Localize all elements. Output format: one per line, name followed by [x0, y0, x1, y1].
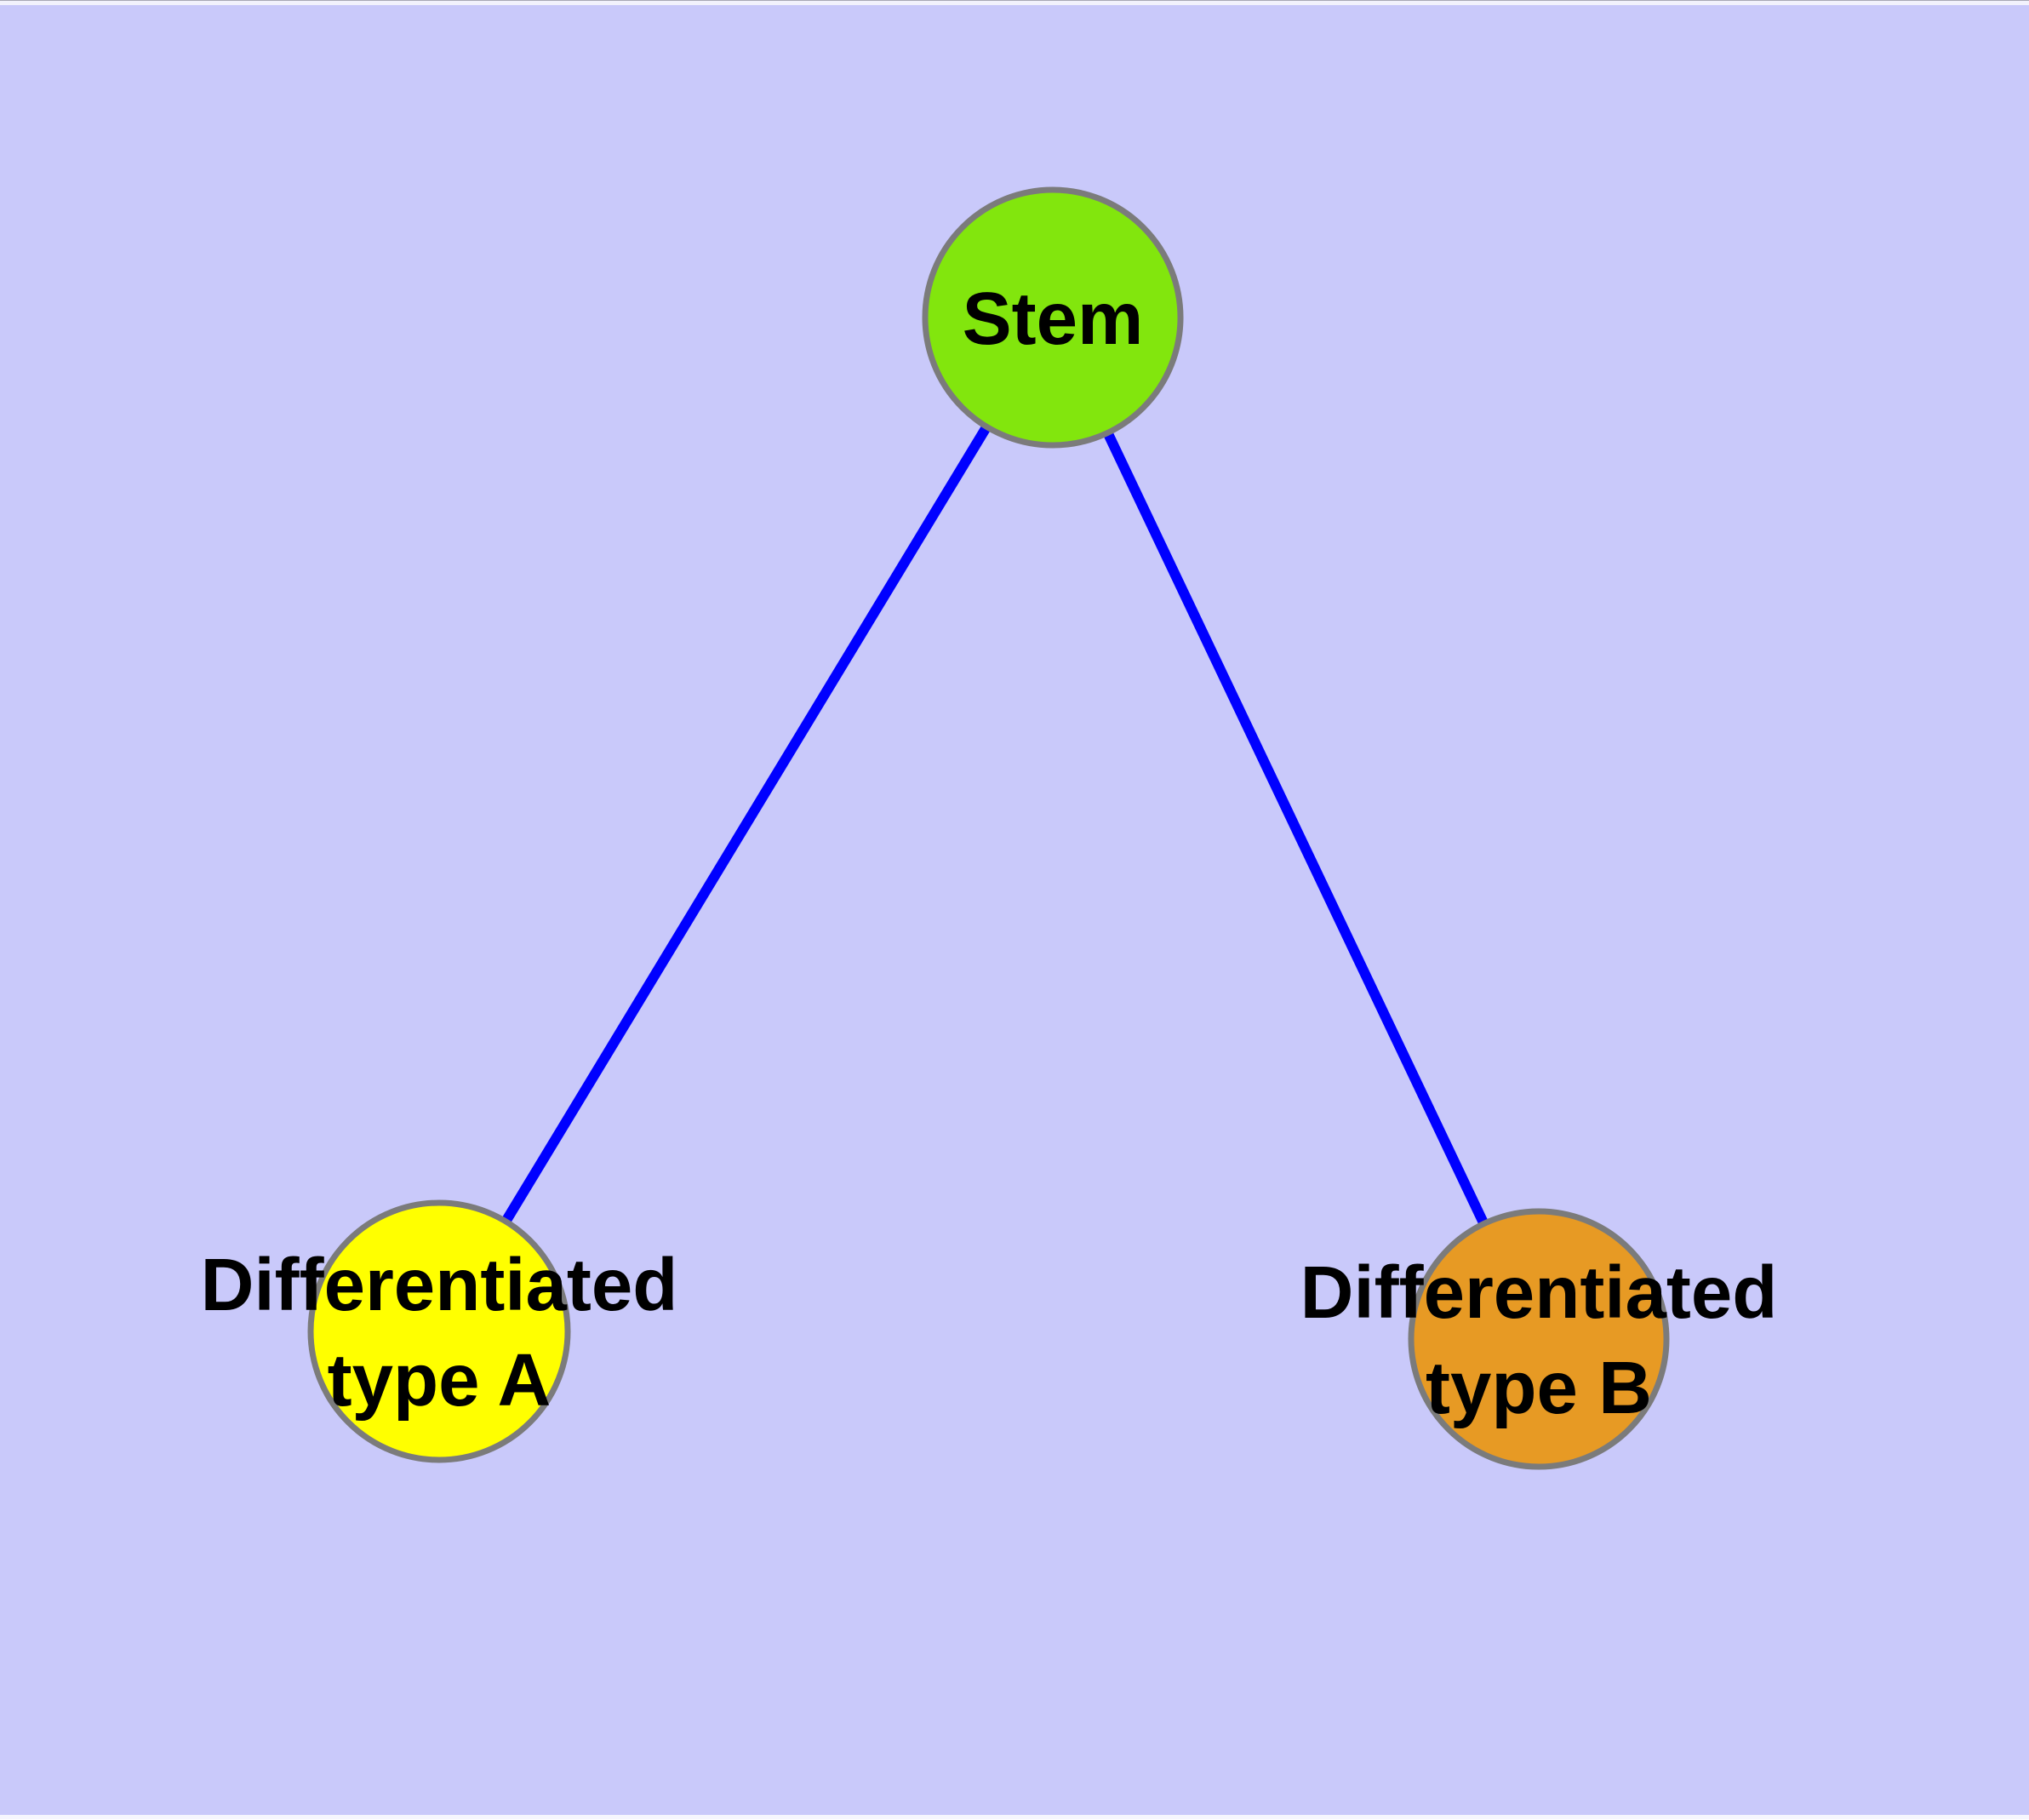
window-bottom-edge [0, 1815, 2029, 1820]
window-top-edge [0, 0, 2029, 5]
node-stem-circle [922, 186, 1184, 449]
node-diff-a-circle [307, 1199, 571, 1463]
edge-stem-diff-b [1048, 315, 1544, 1342]
edge-stem-diff-a [434, 314, 1058, 1335]
node-diff-b-circle [1408, 1208, 1670, 1470]
